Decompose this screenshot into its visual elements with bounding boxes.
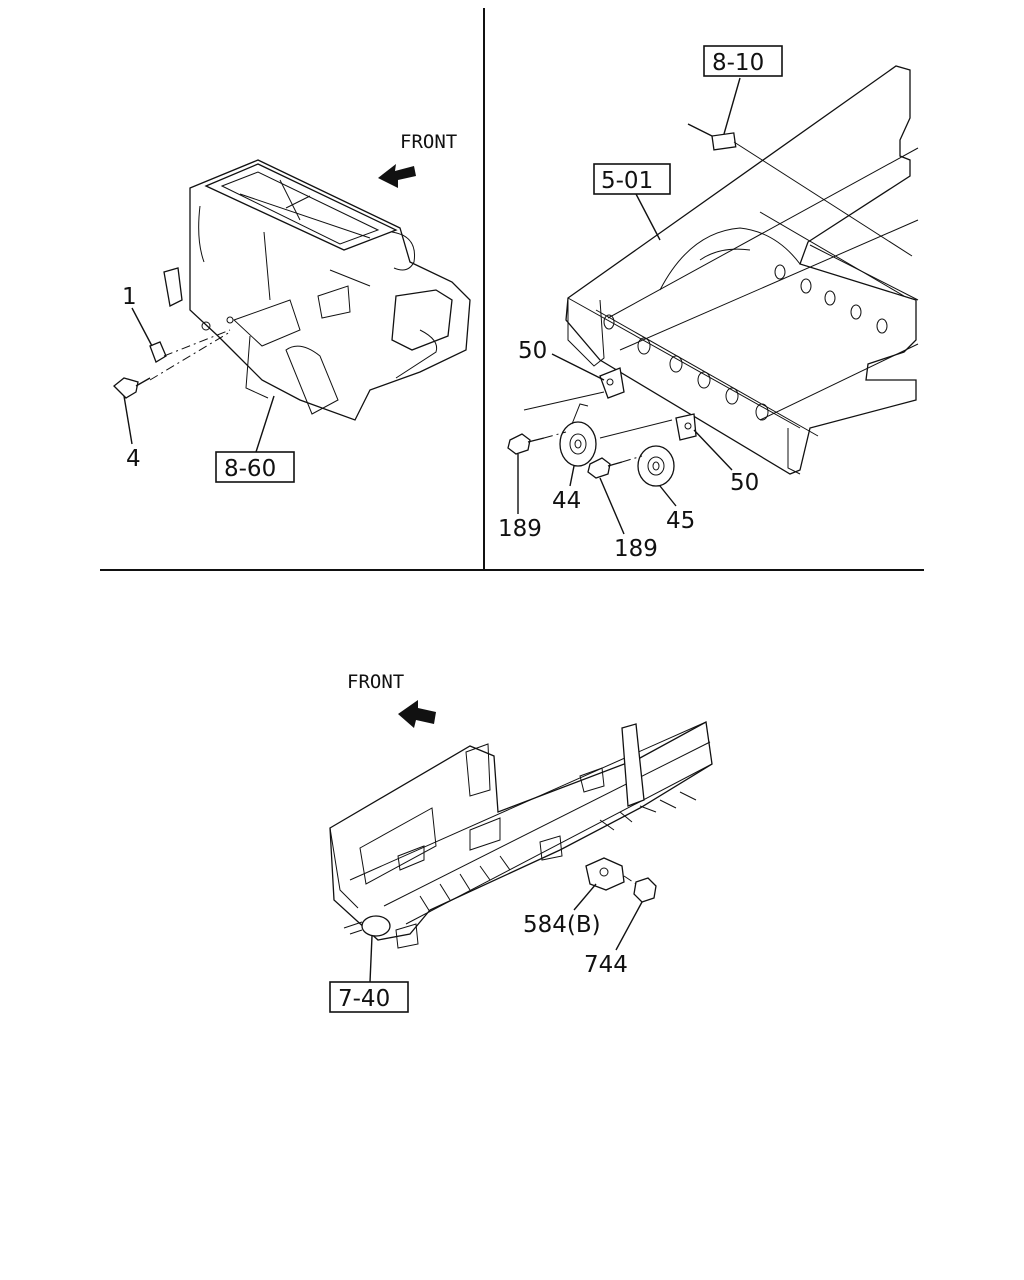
- cross-member-drawing: [329, 720, 713, 949]
- ref-box-8-60-label: 8-60: [224, 456, 276, 482]
- callout-4: 4: [126, 446, 141, 472]
- harness-connector: [687, 123, 737, 151]
- clip-part-1: [149, 341, 167, 363]
- callout-50-b: 50: [730, 470, 759, 496]
- heater-unit-panel: FRONT: [113, 131, 471, 483]
- front-label: FRONT: [400, 131, 457, 153]
- callout-189-a: 189: [498, 516, 542, 542]
- ref-box-8-60: [215, 451, 295, 483]
- front-arrow-icon: [378, 164, 416, 188]
- ref-box-8-10: [703, 45, 783, 77]
- callout-189-b: 189: [614, 536, 658, 562]
- callout-50-a: 50: [518, 338, 547, 364]
- ref-box-7-40-label: 7-40: [338, 986, 390, 1012]
- nut-part-744: [633, 877, 657, 903]
- callout-45: 45: [666, 508, 695, 534]
- callout-744: 744: [584, 952, 628, 978]
- horn-frame-panel: 8-10 5-01: [498, 45, 919, 562]
- frame-rail-drawing: [565, 65, 919, 475]
- callout-44: 44: [552, 488, 581, 514]
- ref-box-8-10-label: 8-10: [712, 50, 764, 76]
- heater-unit-drawing: [163, 159, 471, 421]
- horn-44: [559, 367, 625, 467]
- ref-box-5-01: [593, 163, 671, 195]
- screw-part-4: [113, 377, 151, 399]
- cross-member-panel: FRONT 584(B): [329, 671, 713, 1013]
- ref-box-7-40: [329, 981, 409, 1013]
- bolt-189-a: [507, 433, 545, 455]
- bracket-part-584b: [585, 857, 625, 891]
- callout-584b: 584(B): [523, 912, 601, 938]
- front-label: FRONT: [347, 671, 404, 693]
- callout-1: 1: [122, 284, 137, 310]
- horn-45: [637, 413, 697, 487]
- front-arrow-icon: [398, 700, 436, 728]
- bolt-189-b: [587, 457, 623, 479]
- ref-box-5-01-label: 5-01: [601, 168, 653, 194]
